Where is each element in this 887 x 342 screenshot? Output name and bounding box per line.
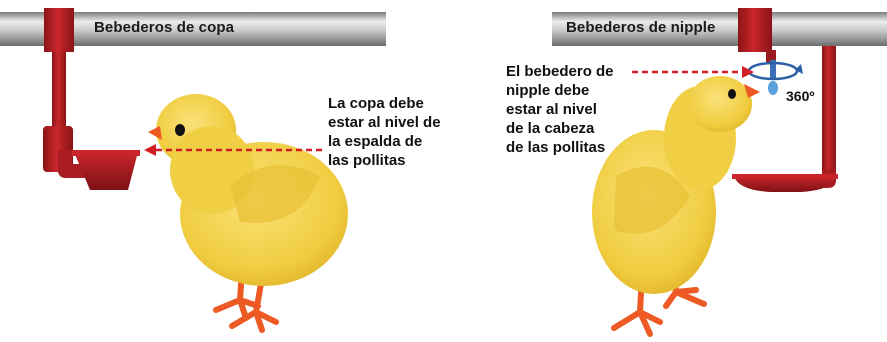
nipple-drop-tube — [822, 46, 836, 182]
chick-left — [148, 94, 348, 333]
nipple-note-line: estar al nivel — [506, 101, 597, 118]
chick-right — [592, 76, 760, 337]
nipple-level-arrow-head — [742, 66, 754, 78]
chick-right-head — [688, 76, 752, 132]
chick-right-wing — [614, 166, 690, 234]
drip-cup — [734, 176, 836, 192]
nipple-note-line: de la cabeza — [506, 120, 595, 137]
nipple-note-line: El bebedero de — [506, 63, 614, 80]
cup-note-line: la espalda de — [328, 133, 423, 150]
nipple-note-line: nipple debe — [506, 82, 590, 99]
cup-drop-tube — [52, 52, 66, 134]
nipple-stem — [770, 60, 776, 78]
chick-left-leg-back — [229, 275, 279, 333]
cup-drinker-label: Bebederos de copa — [94, 19, 235, 36]
cup-level-arrow-head — [144, 144, 156, 156]
nipple-pipe-clamp — [738, 8, 772, 52]
nipple-saddle — [766, 50, 776, 62]
water-drop — [768, 81, 778, 95]
nipple-drinker-pipe — [552, 12, 887, 46]
nipple-rotation-arrow — [795, 64, 803, 74]
chick-left-wing — [230, 165, 320, 224]
cup-elbow — [58, 150, 88, 178]
nipple-level-note: El bebedero de nipple debe estar al nive… — [506, 62, 614, 157]
rotation-label: 360º — [786, 88, 815, 104]
cup-pipe-clamp — [44, 8, 74, 52]
drinking-cup-rim — [72, 150, 140, 156]
chick-left-beak — [148, 126, 162, 140]
cup-level-note: La copa debe estar al nivel de la espald… — [328, 94, 441, 170]
chick-left-eye — [175, 124, 185, 136]
nipple-note-line: de las pollitas — [506, 139, 606, 156]
chick-right-beak — [744, 84, 760, 98]
cup-note-line: las pollitas — [328, 152, 406, 169]
drinking-cup — [74, 152, 138, 190]
drip-cup-rim — [732, 174, 838, 179]
cup-note-line: La copa debe — [328, 95, 424, 112]
cup-note-line: estar al nivel de — [328, 114, 441, 131]
nipple-drinker-label: Bebederos de nipple — [566, 19, 716, 36]
chick-right-eye — [728, 89, 736, 99]
